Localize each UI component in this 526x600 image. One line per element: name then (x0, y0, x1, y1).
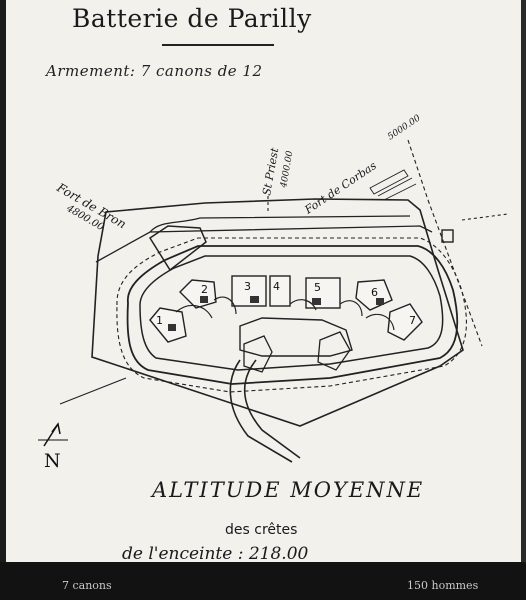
gun-number-6: 6 (371, 286, 378, 299)
outer-glacis (91, 198, 464, 427)
enceinte-altitude: de l'enceinte : 218.00 (122, 544, 309, 562)
entrance-road-edge (243, 359, 301, 459)
gun-number-4: 4 (273, 280, 280, 293)
east-bastion (317, 331, 351, 371)
caption-guns: 7 canons (62, 579, 112, 592)
document-title: Batterie de Parilly (72, 4, 312, 33)
central-court (239, 317, 353, 357)
altitude-heading: ALTITUDE MOYENNE (152, 478, 425, 502)
north-arrow (38, 422, 68, 447)
gun-number-2: 2 (201, 283, 208, 296)
gun-number-3: 3 (244, 280, 251, 293)
sight-line-corbas-2 (427, 199, 483, 347)
label-fort-corbas: Fort de Corbas (302, 159, 380, 217)
label-st-priest: St Priest (260, 146, 281, 196)
caption-men: 150 hommes (407, 579, 479, 592)
label-fort-corbas-distance: 5000.00 (386, 113, 423, 142)
entrance-road (229, 359, 293, 463)
inner-rampart (139, 255, 444, 371)
gun-number-1: 1 (156, 314, 163, 327)
access-road (149, 215, 411, 233)
sight-line-east (461, 213, 509, 221)
small-redoubt (441, 229, 454, 243)
plan-sheet: Batterie de Parilly Armement: 7 canons d… (0, 0, 526, 562)
north-caponier (148, 225, 207, 272)
gun-number-7: 7 (409, 314, 416, 327)
title-underline (162, 44, 274, 46)
gun-casemates (149, 275, 423, 343)
altitude-subheading: des crêtes (225, 522, 298, 538)
outer-ditch (126, 245, 459, 385)
magazine-blocks (168, 296, 384, 331)
gun-numbers: 1 2 3 4 5 6 7 (156, 280, 416, 327)
fortification-plan: Fort de Bron 4800.00 St Priest 4000.00 F… (38, 113, 509, 463)
hatched-slope (369, 169, 417, 201)
label-st-priest-distance: 4000.00 (279, 150, 296, 190)
north-label: N (44, 450, 61, 472)
entrance-bastion (243, 335, 273, 373)
covered-road (95, 225, 433, 263)
sight-line-corbas (407, 139, 429, 201)
traverses (175, 296, 395, 331)
caption-bar: 7 canons 150 hommes (0, 562, 526, 600)
pointer-to-ditch (59, 377, 127, 405)
gun-number-5: 5 (314, 281, 321, 294)
armament-line: Armement: 7 canons de 12 (46, 62, 263, 80)
